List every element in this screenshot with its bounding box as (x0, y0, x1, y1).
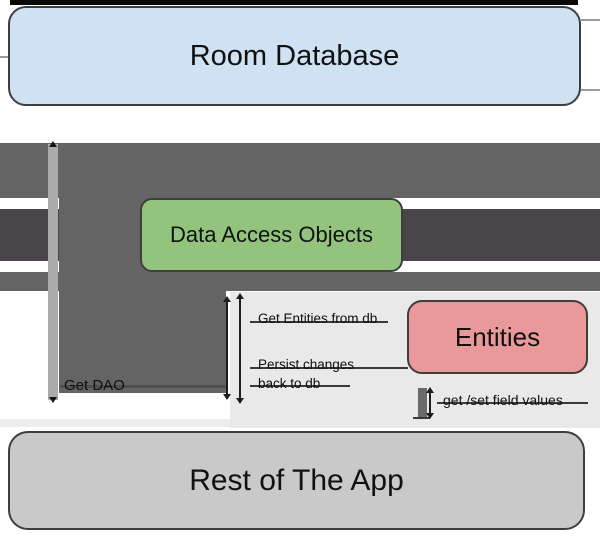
persist-changes-line1-line (250, 367, 408, 369)
data-access-objects-label: Data Access Objects (170, 222, 373, 247)
get-dao-bar-arrowhead-down-icon (49, 397, 57, 403)
data-access-objects-box: Data Access Objects (140, 198, 403, 272)
get-dao-bar-arrowhead-up-icon (49, 141, 57, 147)
edge-line-right-top (581, 19, 600, 21)
entities-label: Entities (454, 321, 541, 352)
top-black-strip (10, 0, 578, 5)
get-dao-vertical-bar (48, 144, 58, 400)
arrowhead-up-icon (223, 296, 231, 302)
get-set-field-values-label: get /set field values (443, 392, 563, 408)
persist-changes-line1-label: Persist changes (258, 357, 355, 372)
arrowhead-down-icon (223, 394, 231, 400)
entities-app-arrow (426, 387, 434, 419)
edge-line-left (0, 56, 8, 58)
rest-of-the-app-label: Rest of The App (189, 463, 404, 497)
arrowhead-down-icon (426, 413, 434, 419)
dao-entities-arrow-right (236, 293, 244, 404)
room-database-label: Room Database (189, 39, 400, 72)
dao-entities-arrow-left (223, 296, 231, 400)
arrowhead-down-icon (236, 398, 244, 404)
persist-changes-line2-line (250, 385, 350, 387)
get-set-field-values-line (437, 402, 588, 404)
edge-line-right-bottom (581, 89, 600, 91)
arrow-shaft (239, 299, 241, 398)
arrow-shaft (226, 302, 228, 394)
persist-changes-line2-label: back to db (258, 376, 321, 391)
entities-app-small-bar (418, 388, 427, 418)
arrow-shaft (429, 393, 431, 413)
get-dao-label: Get DAO (64, 377, 125, 394)
get-entities-line (250, 321, 388, 323)
get-dao-line (60, 385, 227, 388)
room-database-box: Room Database (8, 6, 581, 106)
arrowhead-up-icon (236, 293, 244, 299)
arrowhead-up-icon (426, 387, 434, 393)
entities-app-bar-tick (413, 417, 430, 419)
rest-of-the-app-box: Rest of The App (8, 431, 585, 530)
get-entities-label: Get Entities from db (258, 311, 378, 326)
entities-box: Entities (407, 300, 588, 374)
